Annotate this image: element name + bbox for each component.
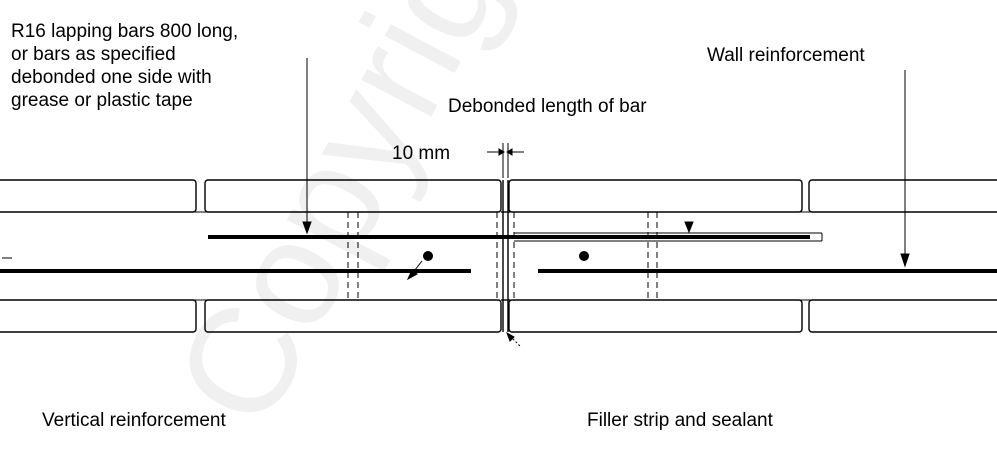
block-top-3	[508, 179, 803, 213]
block-top-1	[0, 179, 197, 213]
label-lapping-line-3: debonded one side with	[11, 67, 212, 88]
label-lapping-line-4: grease or plastic tape	[11, 90, 193, 111]
movement-joint-section-diagram	[0, 58, 997, 347]
label-gap-dimension: 10 mm	[392, 143, 451, 164]
label-debonded-length: Debonded length of bar	[448, 96, 647, 117]
label-lapping-line-2: or bars as specified	[11, 44, 176, 65]
label-lapping-bars: R16 lapping bars 800 long, or bars as sp…	[11, 20, 238, 112]
block-top-4	[808, 179, 997, 213]
vertical-bar-dot-left	[423, 251, 433, 261]
label-vertical-reinforcement: Vertical reinforcement	[42, 410, 226, 431]
block-bottom-3	[508, 299, 803, 333]
vertical-bar-dot-right	[579, 251, 589, 261]
block-bottom-4	[808, 299, 997, 333]
label-lapping-line-1: R16 lapping bars 800 long,	[11, 21, 239, 42]
block-top-2	[204, 179, 502, 213]
label-filler-strip: Filler strip and sealant	[587, 410, 773, 431]
label-wall-reinforcement: Wall reinforcement	[707, 45, 865, 66]
block-bottom-1	[0, 299, 197, 333]
debond-sleeve	[514, 232, 823, 242]
block-bottom-2	[204, 299, 502, 333]
filler-strip	[501, 180, 510, 332]
